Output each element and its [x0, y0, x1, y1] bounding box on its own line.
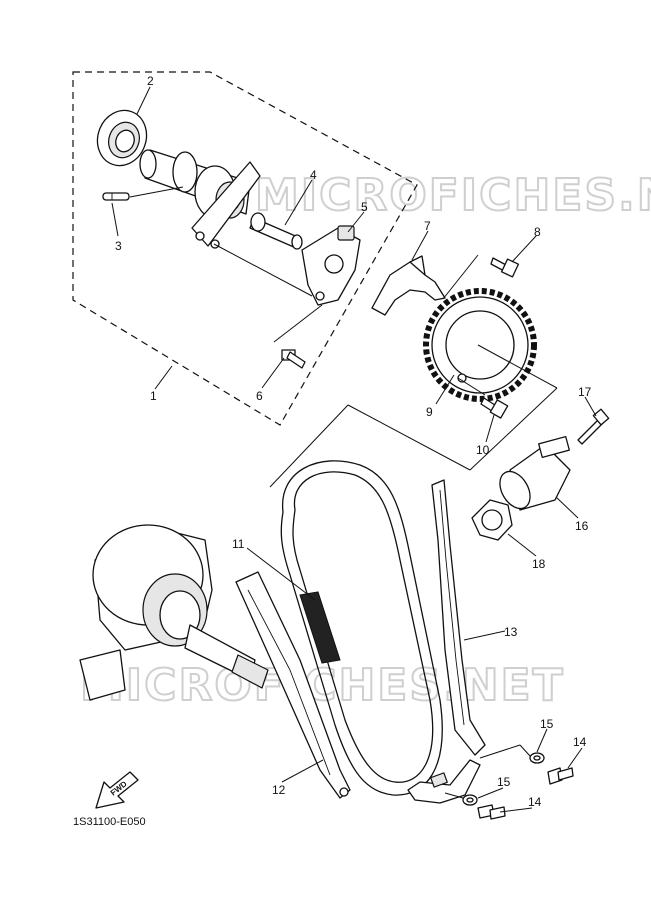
- camshaft-sprocket: [423, 288, 537, 402]
- callout-4: 4: [310, 168, 317, 182]
- watermark-top: MICROFICHES.NET: [255, 170, 651, 221]
- callout-13: 13: [504, 625, 518, 639]
- callout-17: 17: [578, 385, 592, 399]
- washer: [529, 752, 545, 764]
- bolt: [477, 804, 506, 820]
- callout-9: 9: [426, 405, 433, 419]
- bearing: [96, 109, 148, 167]
- callout-8: 8: [534, 225, 541, 239]
- chain-guide-intake: [431, 479, 486, 756]
- decompression-lever: [301, 225, 361, 306]
- callout-12: 12: [272, 783, 286, 797]
- timing-chain: [280, 460, 443, 796]
- callout-1: 1: [150, 389, 157, 403]
- decompression-shaft: [249, 212, 303, 250]
- plate: [371, 255, 446, 316]
- callout-18: 18: [532, 557, 546, 571]
- chain-tensioner: [499, 435, 571, 511]
- washer: [462, 794, 478, 806]
- callout-6: 6: [256, 389, 263, 403]
- dowel-pin: [102, 192, 130, 201]
- bolt: [577, 408, 610, 445]
- callout-7: 7: [424, 219, 431, 233]
- callout-14-upper: 14: [573, 735, 587, 749]
- bolt: [490, 257, 520, 278]
- watermark-bottom: MICROFICHES.NET: [80, 660, 565, 711]
- bolt: [480, 397, 509, 419]
- callout-3: 3: [115, 239, 122, 253]
- callout-14-lower: 14: [528, 795, 542, 809]
- forward-arrow-icon: FWD: [95, 771, 139, 809]
- callout-2: 2: [147, 74, 154, 88]
- tensioner-blade: [407, 759, 481, 804]
- callout-11: 11: [232, 537, 245, 551]
- crankshaft: [79, 524, 269, 701]
- callout-16: 16: [575, 519, 589, 533]
- callout-5: 5: [361, 200, 368, 214]
- gasket: [471, 499, 513, 541]
- bolt: [281, 349, 306, 369]
- callout-15-upper: 15: [540, 717, 554, 731]
- callout-15-lower: 15: [497, 775, 511, 789]
- camshaft-assembly-boundary: [72, 71, 418, 426]
- camshaft: [139, 149, 261, 249]
- callout-10: 10: [476, 443, 490, 457]
- diagram-code: 1S31100-E050: [73, 816, 146, 828]
- bolt: [547, 767, 574, 785]
- chain-guide-exhaust: [235, 571, 351, 799]
